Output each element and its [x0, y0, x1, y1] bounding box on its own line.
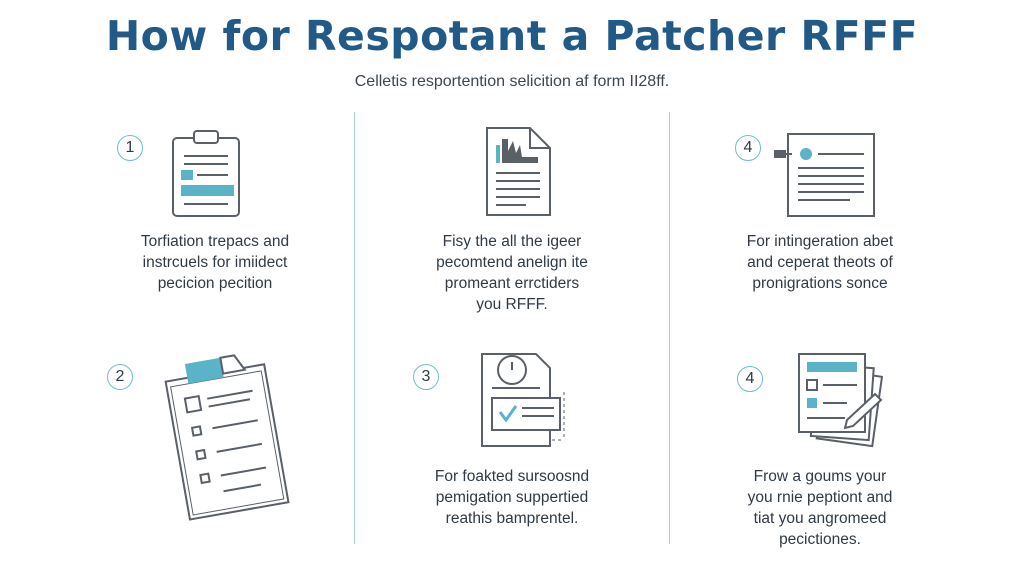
- step-3-line-1: For foakted sursoosnd: [434, 468, 590, 485]
- page-subtitle: Celletis resportention selicition af for…: [354, 73, 670, 90]
- step-4-top-line-1: For intingeration abet: [746, 233, 894, 250]
- step-4-top-line-2: and ceperat theots of: [747, 254, 893, 271]
- clipboard-icon: [170, 128, 244, 225]
- step-1-badge: 1: [117, 135, 143, 161]
- step-4-bottom-badge: 4: [737, 366, 763, 392]
- approval-document-icon: [478, 350, 574, 455]
- step-middle-line-1: Fisy the all the igeer: [442, 233, 582, 250]
- step-4-top-badge: 4: [735, 135, 761, 161]
- form-sheet-icon: [770, 130, 880, 225]
- step-3-line-2: pemigation suppertied: [435, 489, 589, 506]
- step-3-description: For foakted sursoosnd pemigation suppert…: [382, 466, 642, 529]
- step-4-top-description: For intingeration abet and ceperat theot…: [690, 231, 950, 294]
- step-4-bottom-line-4: pecictiones.: [779, 531, 861, 548]
- step-3-line-3: reathis bamprentel.: [445, 510, 579, 527]
- step-1-line-1: Torfiation trepacs and: [140, 233, 290, 250]
- step-middle-line-2: pecomtend anelign ite: [436, 254, 588, 271]
- checklist-icon: [160, 350, 292, 527]
- step-4-bottom-line-2: you rnie peptiont and: [747, 489, 893, 506]
- step-middle-line-4: you RFFF.: [476, 296, 548, 313]
- document-chart-icon: [484, 125, 554, 224]
- column-divider-left: [354, 112, 355, 544]
- step-2-badge: 2: [107, 364, 133, 390]
- step-1-line-3: pecicion pecition: [157, 275, 273, 292]
- step-4-bottom-line-1: Frow a goums your: [753, 468, 887, 485]
- step-3-badge: 3: [413, 364, 439, 390]
- step-1-line-2: instrcuels for imiidect: [142, 254, 288, 271]
- step-middle-description: Fisy the all the igeer pecomtend anelign…: [382, 231, 642, 315]
- stacked-forms-icon: [795, 350, 887, 453]
- step-4-bottom-line-3: tiat you angromeed: [753, 510, 887, 527]
- step-middle-line-3: promeant errctiders: [444, 275, 580, 292]
- step-4-bottom-description: Frow a goums your you rnie peptiont and …: [690, 466, 950, 550]
- column-divider-right: [669, 112, 670, 544]
- step-4-top-line-3: pronigrations sonce: [752, 275, 888, 292]
- page-title: How for Respotant a Patcher RFFF: [105, 12, 919, 60]
- step-1-description: Torfiation trepacs and instrcuels for im…: [80, 231, 350, 294]
